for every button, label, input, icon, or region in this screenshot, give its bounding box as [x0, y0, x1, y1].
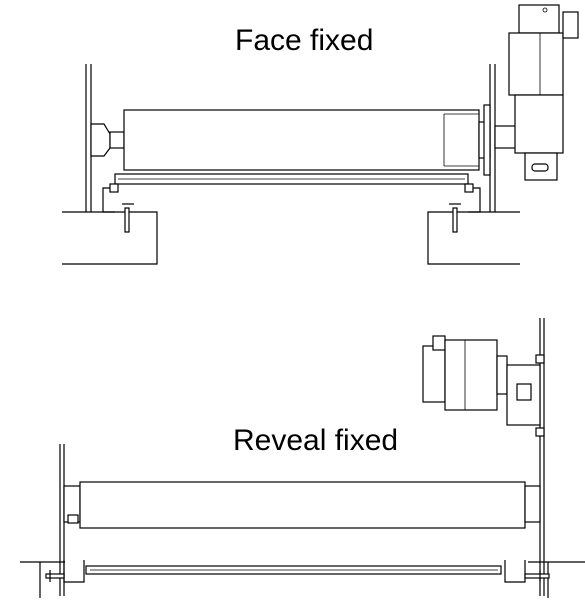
reveal-fixed-diagram: Reveal fixed: [20, 318, 585, 598]
reveal-fixed-roller-tube: [79, 481, 526, 529]
reveal-fixed-screws: [45, 570, 550, 582]
face-fixed-diagram: Face fixed: [62, 4, 579, 265]
reveal-fixed-right-bearing: [524, 485, 541, 523]
face-fixed-roller-tube: [123, 109, 480, 171]
reveal-fixed-right-plate: [539, 318, 545, 596]
reveal-fixed-motor: [422, 335, 545, 437]
face-fixed-label: Face fixed: [235, 24, 373, 57]
face-fixed-drive-end: [478, 104, 520, 176]
face-fixed-left-bearing: [90, 123, 125, 157]
face-fixed-motor: [508, 4, 579, 181]
face-fixed-screws: [122, 203, 461, 233]
reveal-fixed-floor: [20, 561, 585, 598]
face-fixed-bottom-rail: [102, 173, 481, 213]
reveal-fixed-left-bearing: [63, 485, 81, 524]
reveal-fixed-bottom-rail: [63, 560, 526, 583]
reveal-fixed-label: Reveal fixed: [233, 424, 398, 457]
